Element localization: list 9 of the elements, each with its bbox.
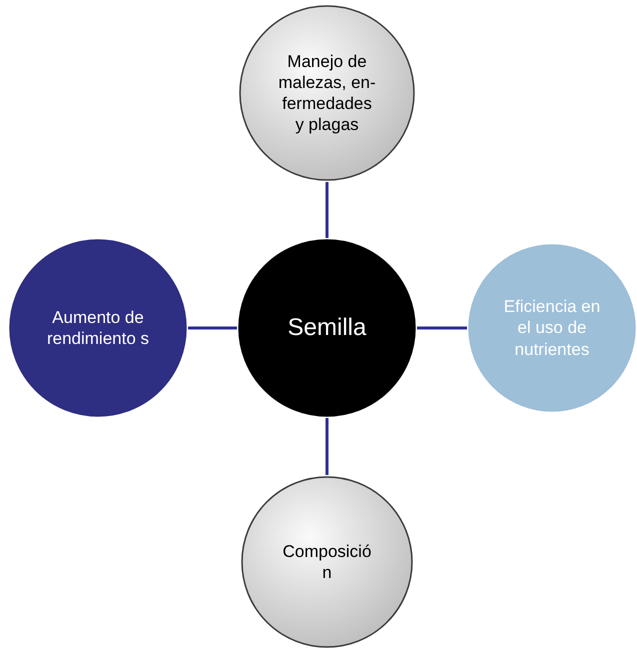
connector-line [326,418,328,475]
connector-line [417,326,467,330]
node-label: Composició n [282,540,372,584]
node-label: Aumento de rendimiento s [46,306,150,350]
node-label: Eficiencia en el uso de nutrientes [502,296,602,360]
node-label: Semilla [286,313,368,343]
node-label: Manejo de malezas, en- fermedades y plagas [277,50,377,136]
connector-line [188,326,237,330]
connector-line [326,182,328,238]
